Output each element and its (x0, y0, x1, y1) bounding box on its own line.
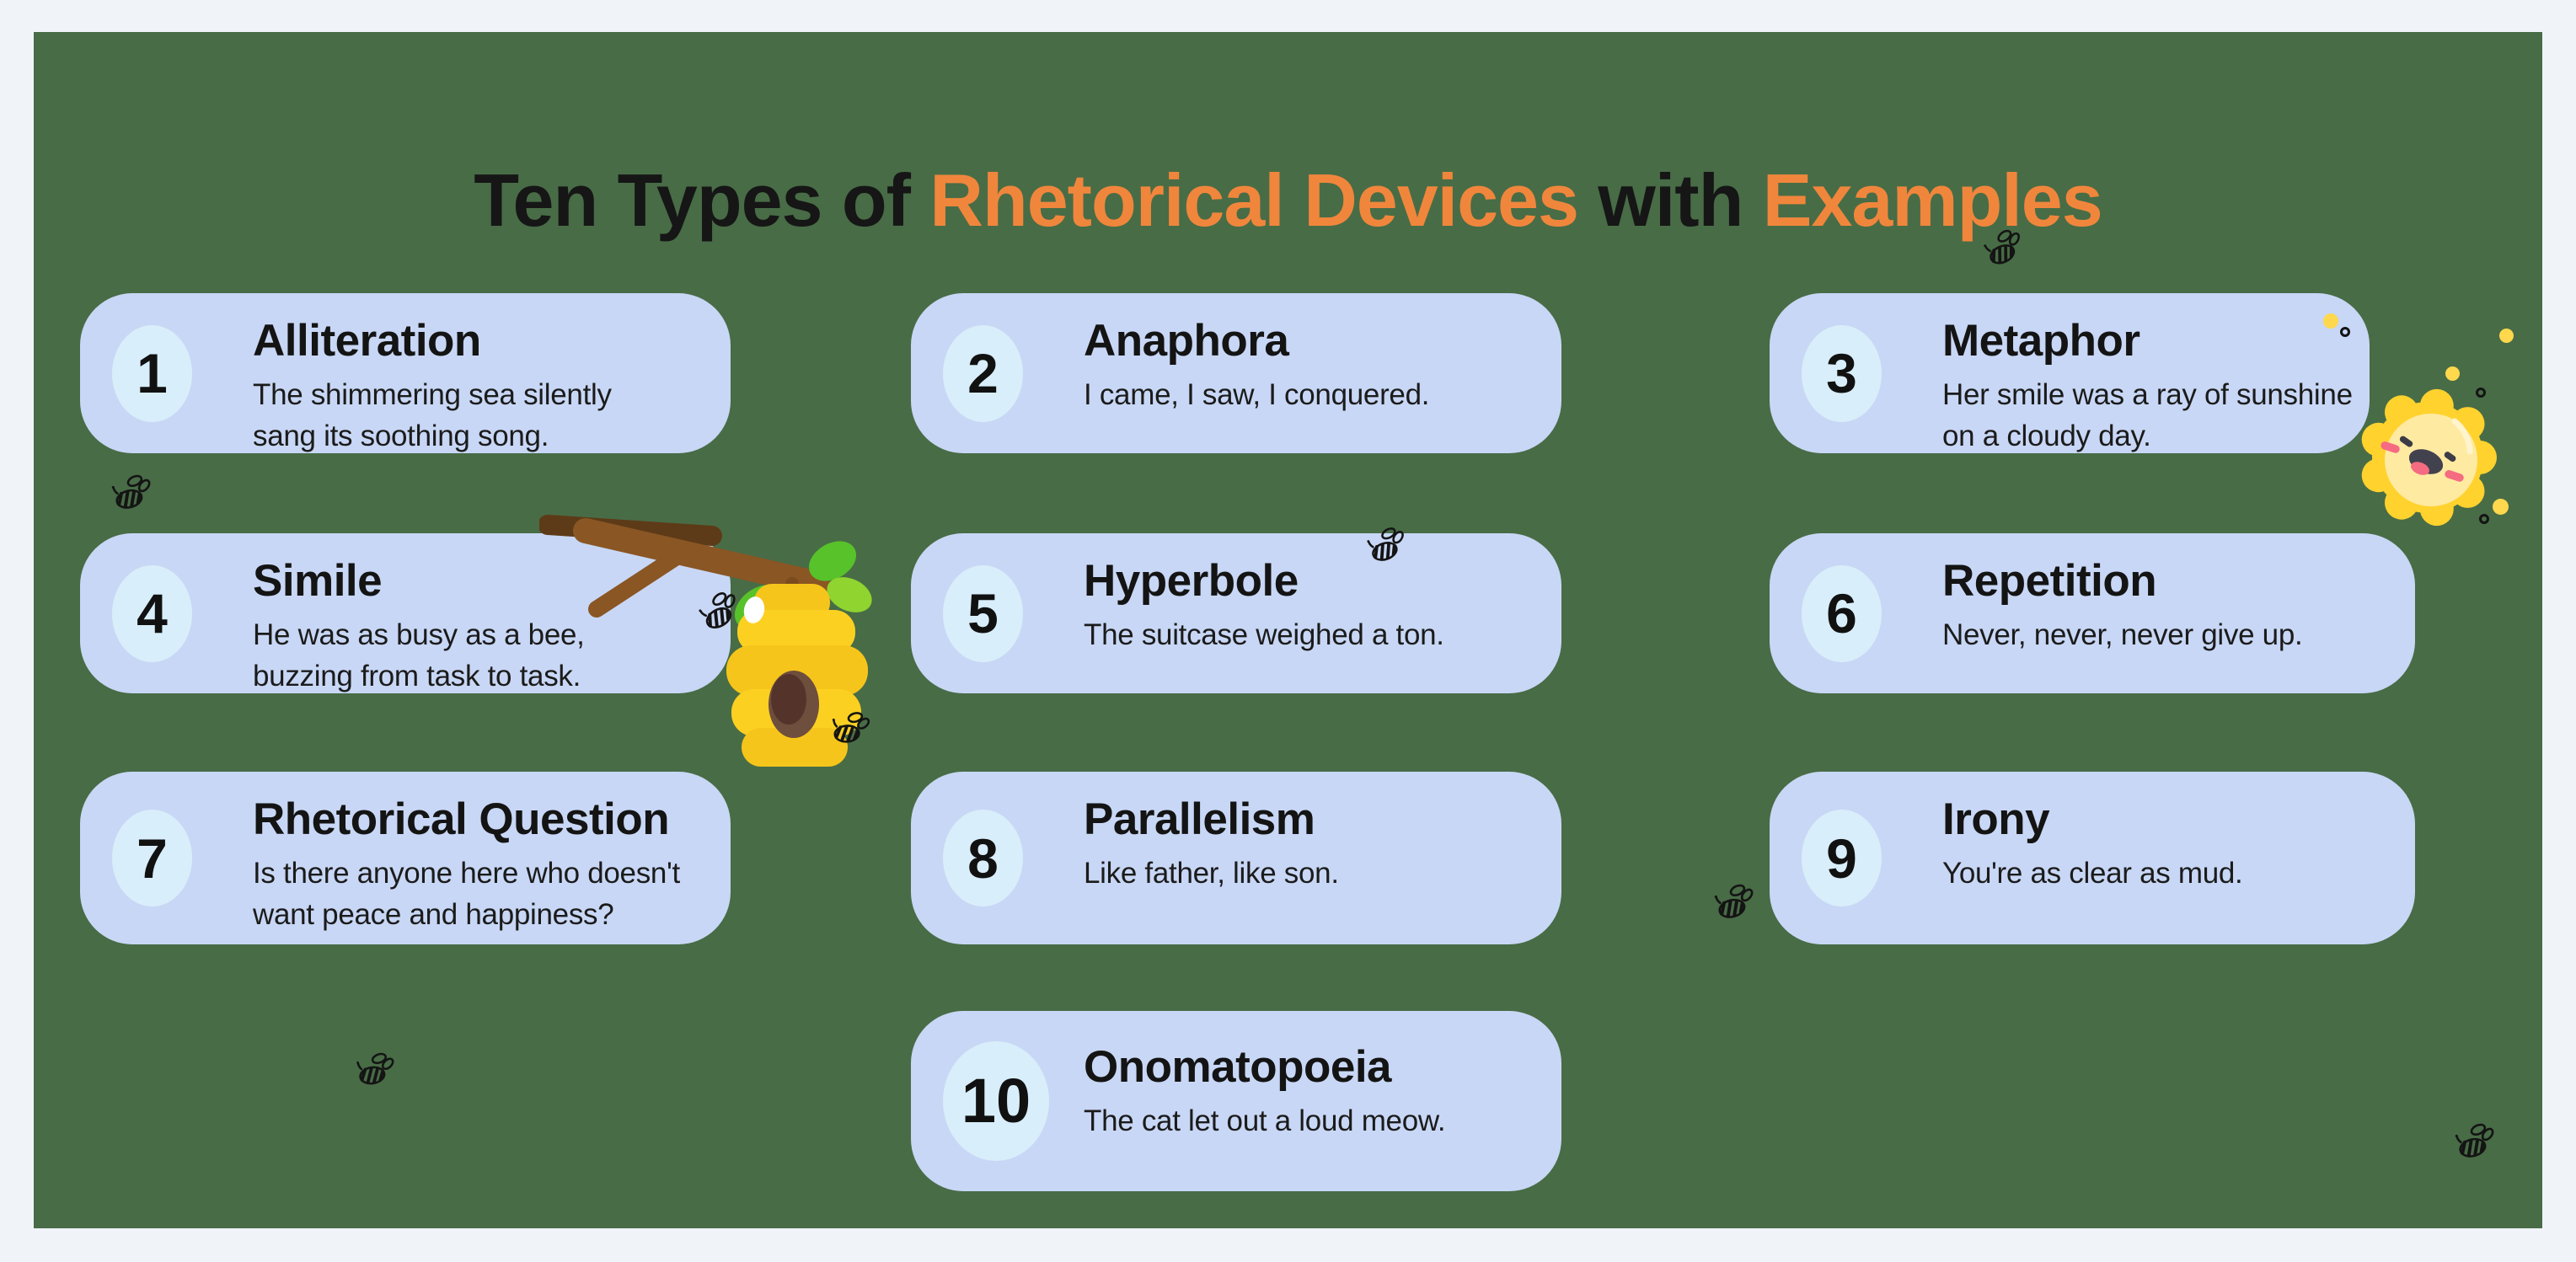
bee-icon (110, 468, 158, 515)
card-example: The cat let out a loud meow. (1084, 1104, 1446, 1138)
page-title-part: with (1577, 158, 1763, 242)
card-example: You're as clear as mud. (1942, 857, 2243, 890)
number-badge: 8 (943, 810, 1023, 906)
bee-icon (1979, 220, 2032, 273)
card-number: 8 (967, 826, 999, 890)
hive-body (726, 584, 868, 767)
card-example: I came, I saw, I conquered. (1084, 378, 1430, 412)
number-badge: 5 (943, 564, 1023, 662)
card-example: Never, never, never give up. (1942, 618, 2303, 652)
circle-outline (2476, 388, 2486, 398)
card-number: 5 (967, 582, 999, 644)
card-text: Alliteration The shimmering sea silently… (253, 293, 612, 457)
card-title: Metaphor (1942, 316, 2140, 366)
card-example: Her smile was a ray of sunshine on a clo… (1942, 378, 2353, 453)
card-text: Hyperbole The suitcase weighed a ton. (1084, 533, 1444, 655)
yellow-dot (2323, 313, 2338, 329)
page-title-part-accent: Examples (1762, 158, 2103, 242)
bee-icon (353, 1044, 403, 1094)
card-example: Is there anyone here who doesn't want pe… (253, 857, 680, 932)
card-example: Like father, like son. (1084, 857, 1339, 890)
card-title: Onomatopoeia (1084, 1042, 1392, 1092)
sun-face (2381, 436, 2464, 482)
card-example: The suitcase weighed a ton. (1084, 618, 1444, 652)
device-card-repetition: 6 Repetition Never, never, never give up… (1770, 533, 2415, 693)
circle-outline (2479, 514, 2489, 524)
card-number: 10 (961, 1066, 1031, 1136)
card-number: 7 (137, 826, 168, 890)
card-title: Repetition (1942, 556, 2157, 606)
card-number: 9 (1826, 826, 1857, 890)
bee-icon (827, 701, 880, 754)
card-example: The shimmering sea silently sang its soo… (253, 378, 612, 453)
number-badge: 9 (1802, 810, 1882, 906)
number-badge: 4 (112, 564, 192, 662)
number-badge: 1 (112, 324, 192, 422)
card-text: Metaphor Her smile was a ray of sunshine… (1942, 293, 2353, 457)
bee-icon (1364, 519, 1414, 569)
number-badge: 6 (1802, 564, 1882, 662)
circle-outline (2340, 327, 2350, 337)
card-number: 2 (967, 342, 999, 404)
number-badge: 2 (943, 324, 1023, 422)
card-text: Parallelism Like father, like son. (1084, 772, 1339, 894)
sun-illustration (2355, 377, 2507, 537)
device-card-parallelism: 8 Parallelism Like father, like son. (911, 772, 1561, 944)
card-text: Onomatopoeia The cat let out a loud meow… (1084, 1011, 1446, 1142)
page-title: Ten Types of Rhetorical Devices with Exa… (0, 158, 2576, 243)
card-text: Irony You're as clear as mud. (1942, 772, 2243, 894)
card-title: Anaphora (1084, 316, 1289, 366)
card-title: Hyperbole (1084, 556, 1299, 606)
card-title: Alliteration (253, 316, 481, 366)
device-card-hyperbole: 5 Hyperbole The suitcase weighed a ton. (911, 533, 1561, 693)
yellow-dot (2493, 499, 2509, 515)
card-number: 3 (1826, 342, 1857, 404)
device-card-rhetorical-question: 7 Rhetorical Question Is there anyone he… (80, 772, 731, 944)
card-number: 4 (137, 582, 168, 644)
device-card-simile: 4 Simile He was as busy as a bee, buzzin… (80, 533, 731, 693)
beehive-illustration (539, 495, 902, 773)
number-badge: 3 (1802, 324, 1882, 422)
number-badge: 10 (943, 1041, 1049, 1161)
yellow-dot (2445, 366, 2460, 381)
card-title: Rhetorical Question (253, 794, 670, 844)
card-text: Simile He was as busy as a bee, buzzing … (253, 533, 585, 697)
card-number: 1 (137, 342, 168, 404)
sun-highlight (2451, 418, 2473, 455)
page-title-part: Ten Types of (474, 158, 930, 242)
card-title: Parallelism (1084, 794, 1315, 844)
card-text: Rhetorical Question Is there anyone here… (253, 772, 680, 935)
device-card-metaphor: 3 Metaphor Her smile was a ray of sunshi… (1770, 293, 2370, 453)
card-title: Irony (1942, 794, 2050, 844)
page-title-part-accent: Rhetorical Devices (929, 158, 1578, 242)
card-text: Repetition Never, never, never give up. (1942, 533, 2303, 655)
device-card-onomatopoeia: 10 Onomatopoeia The cat let out a loud m… (911, 1011, 1561, 1191)
device-card-irony: 9 Irony You're as clear as mud. (1770, 772, 2415, 944)
device-card-anaphora: 2 Anaphora I came, I saw, I conquered. (911, 293, 1561, 453)
card-text: Anaphora I came, I saw, I conquered. (1084, 293, 1429, 415)
bee-icon (1713, 877, 1760, 924)
yellow-dot (2499, 329, 2514, 343)
number-badge: 7 (112, 810, 192, 906)
bee-icon (2454, 1116, 2501, 1163)
device-card-alliteration: 1 Alliteration The shimmering sea silent… (80, 293, 731, 453)
card-number: 6 (1826, 582, 1857, 644)
card-example: He was as busy as a bee, buzzing from ta… (253, 618, 585, 693)
card-title: Simile (253, 556, 383, 606)
